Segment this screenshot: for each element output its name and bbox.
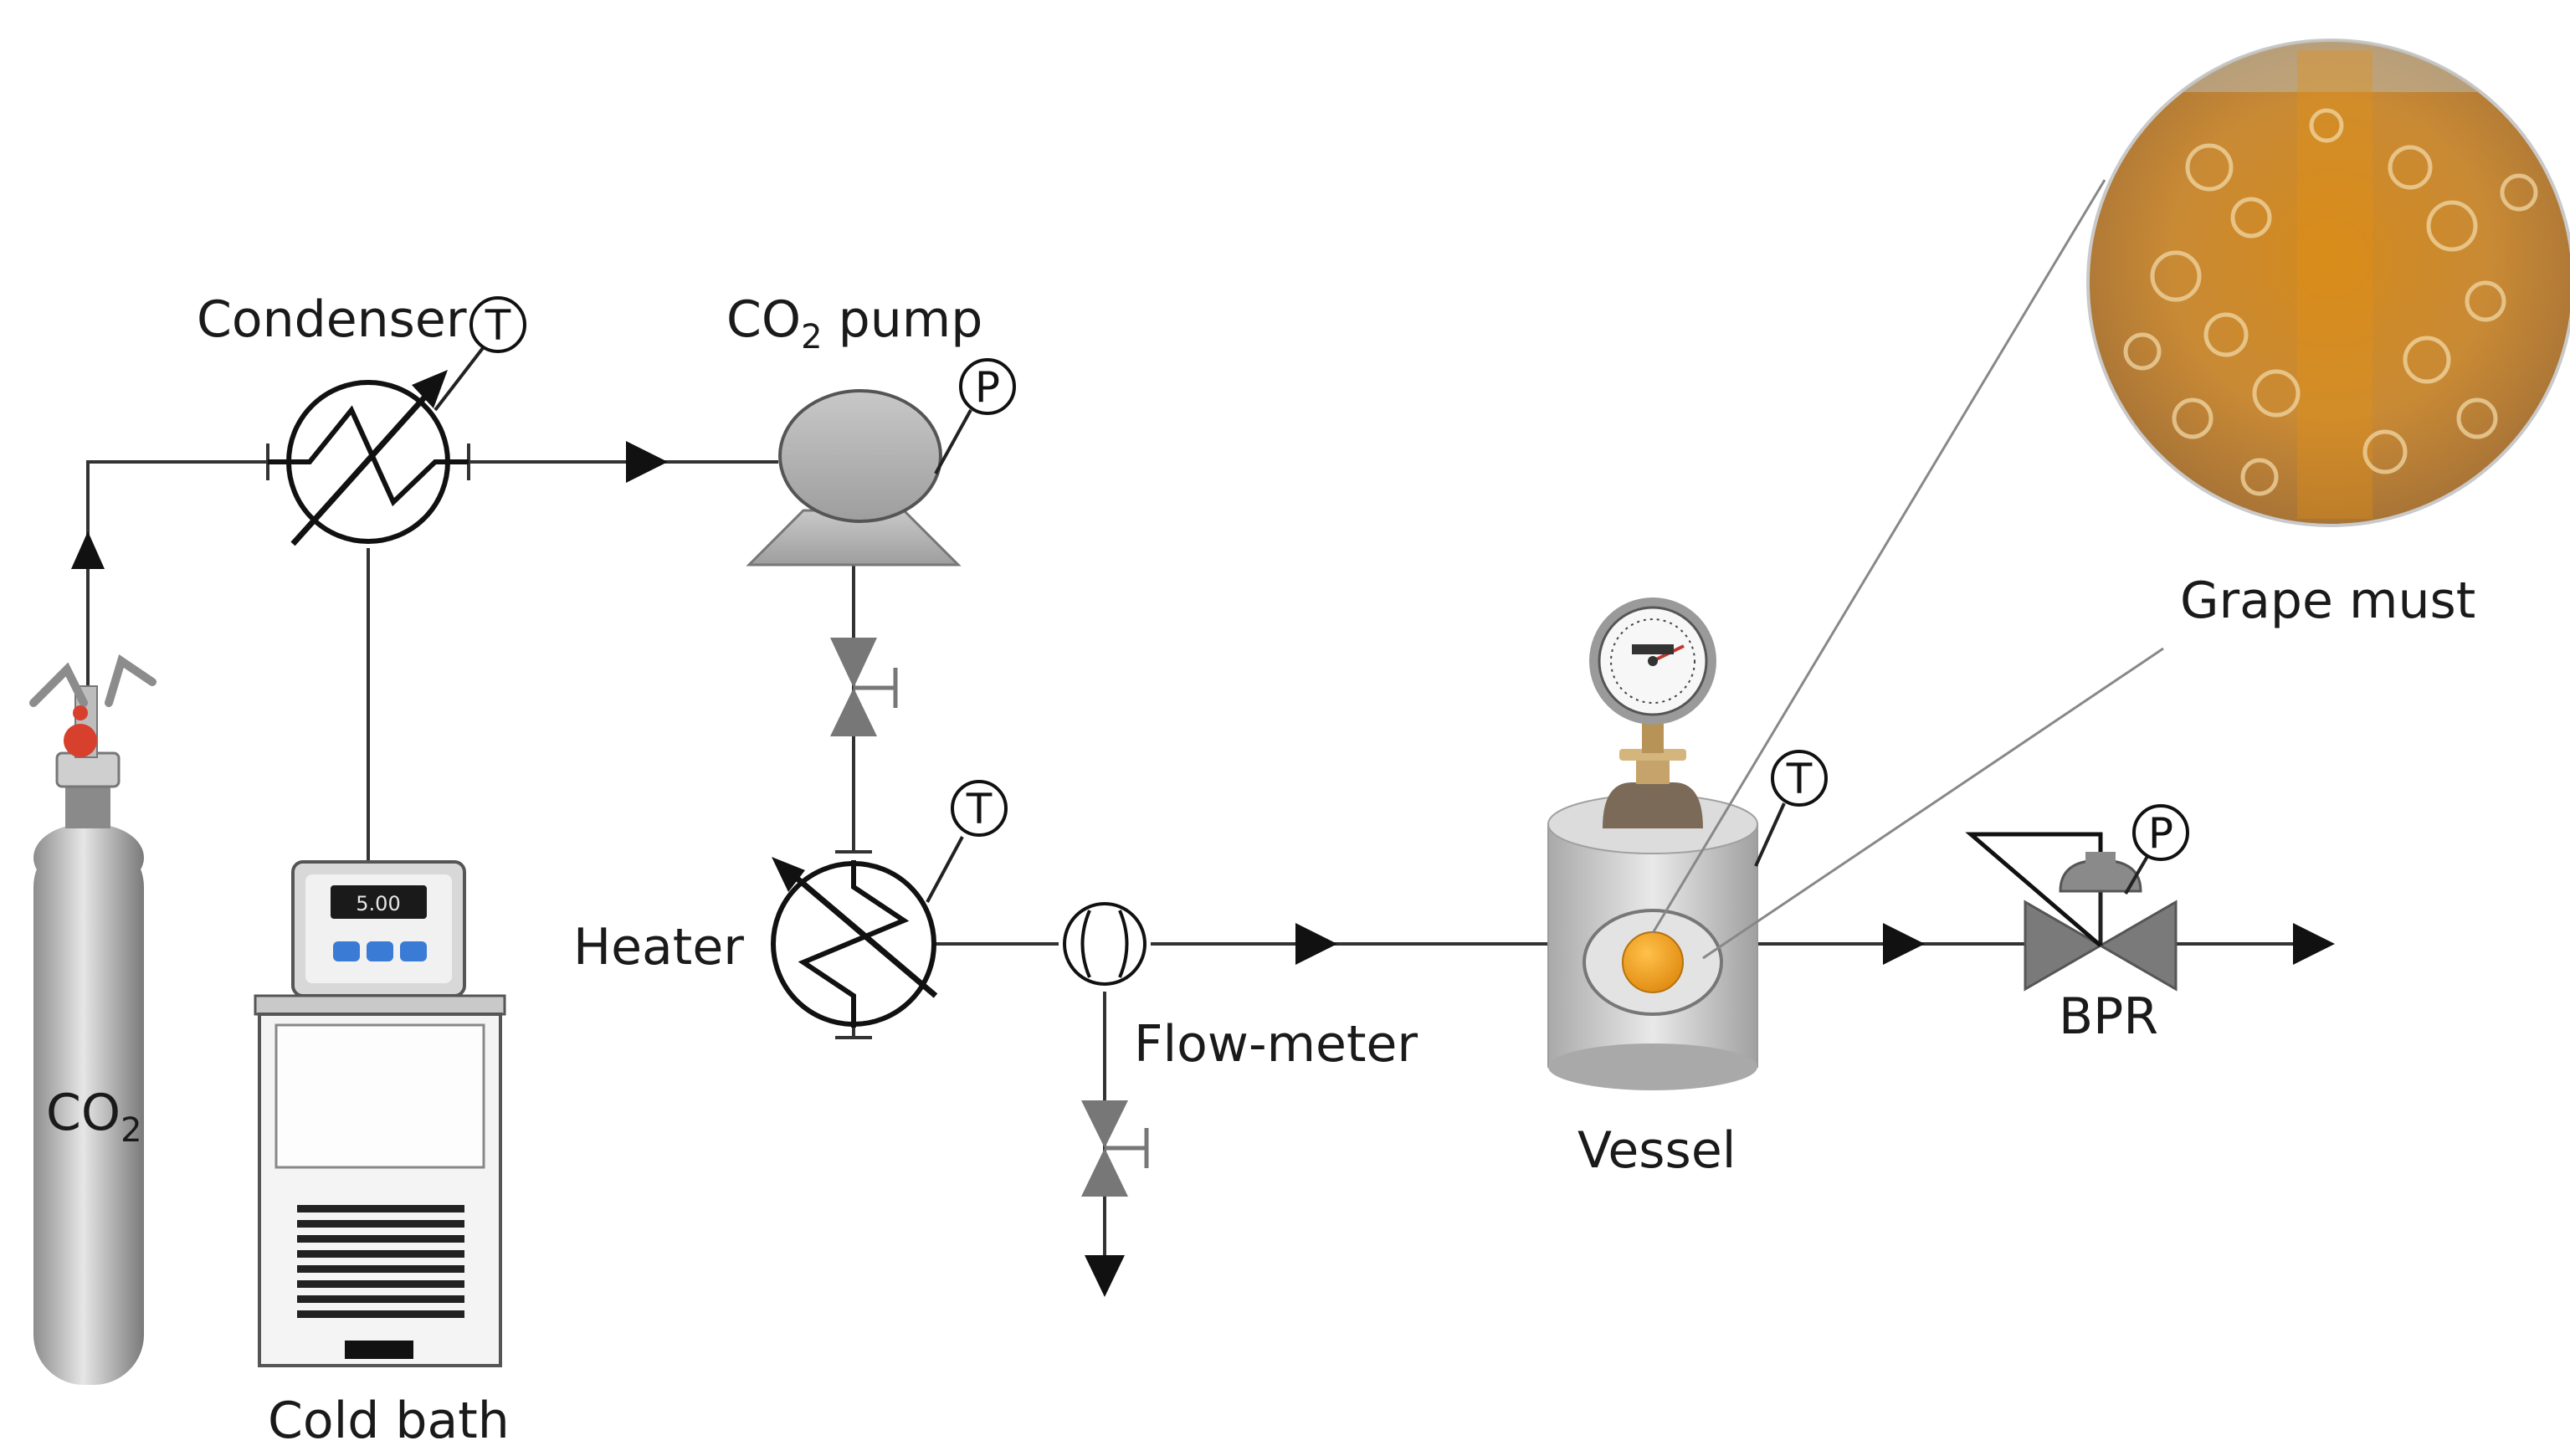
arrow-up-icon <box>71 531 105 569</box>
bpr-tag: P <box>2148 809 2173 858</box>
back-pressure-regulator[interactable]: P BPR <box>1965 804 2189 1046</box>
heater: T Heater <box>573 780 1008 1039</box>
arrow-right-icon <box>1883 923 1925 965</box>
co2-cylinder: CO2 <box>29 654 156 1385</box>
flow-arrows <box>71 441 2335 1297</box>
arrow-right-icon <box>626 441 668 483</box>
heater-label: Heater <box>573 918 744 977</box>
cylinder-label: CO2 <box>46 1084 142 1150</box>
cold-bath-label: Cold bath <box>268 1392 510 1450</box>
grape-must-label: Grape must <box>2180 572 2475 630</box>
bath-button[interactable] <box>333 941 360 961</box>
arrow-right-icon <box>1295 923 1337 965</box>
vessel-tag: T <box>1786 755 1813 803</box>
arrow-diagonal-icon <box>412 370 448 408</box>
needle-valve[interactable] <box>830 638 898 736</box>
valve-knob-icon <box>64 724 97 757</box>
sample-window <box>1622 931 1684 993</box>
condenser-label: Condenser <box>197 290 467 349</box>
arrow-down-icon <box>1085 1255 1125 1297</box>
pump-tag: P <box>975 363 1000 412</box>
arrow-right-icon <box>2293 923 2335 965</box>
heater-tag: T <box>966 785 993 833</box>
bath-button[interactable] <box>400 941 427 961</box>
arrow-diagonal-icon <box>772 857 805 892</box>
vessel-label: Vessel <box>1577 1121 1736 1180</box>
co2-pump: P CO2 pump <box>726 290 1016 567</box>
pressure-gauge-icon <box>1589 597 1716 725</box>
condenser: T Condenser <box>197 290 526 546</box>
zoom-callout-lines <box>1651 179 2164 960</box>
grape-must-photo: Grape must <box>2086 38 2570 630</box>
flow-meter: Flow-meter <box>1063 902 1418 1074</box>
condenser-tag: T <box>485 301 511 350</box>
cold-bath: 5.00 Cold bath <box>254 860 510 1450</box>
vessel: T Vessel <box>1547 597 1828 1180</box>
flow-meter-label: Flow-meter <box>1134 1015 1418 1074</box>
bath-vent-grille <box>297 1205 464 1318</box>
co2-pump-label: CO2 pump <box>726 290 982 356</box>
bath-display: 5.00 <box>356 892 400 915</box>
bpr-label: BPR <box>2059 987 2158 1046</box>
bath-button[interactable] <box>367 941 393 961</box>
vent-valve[interactable] <box>1081 1100 1149 1197</box>
